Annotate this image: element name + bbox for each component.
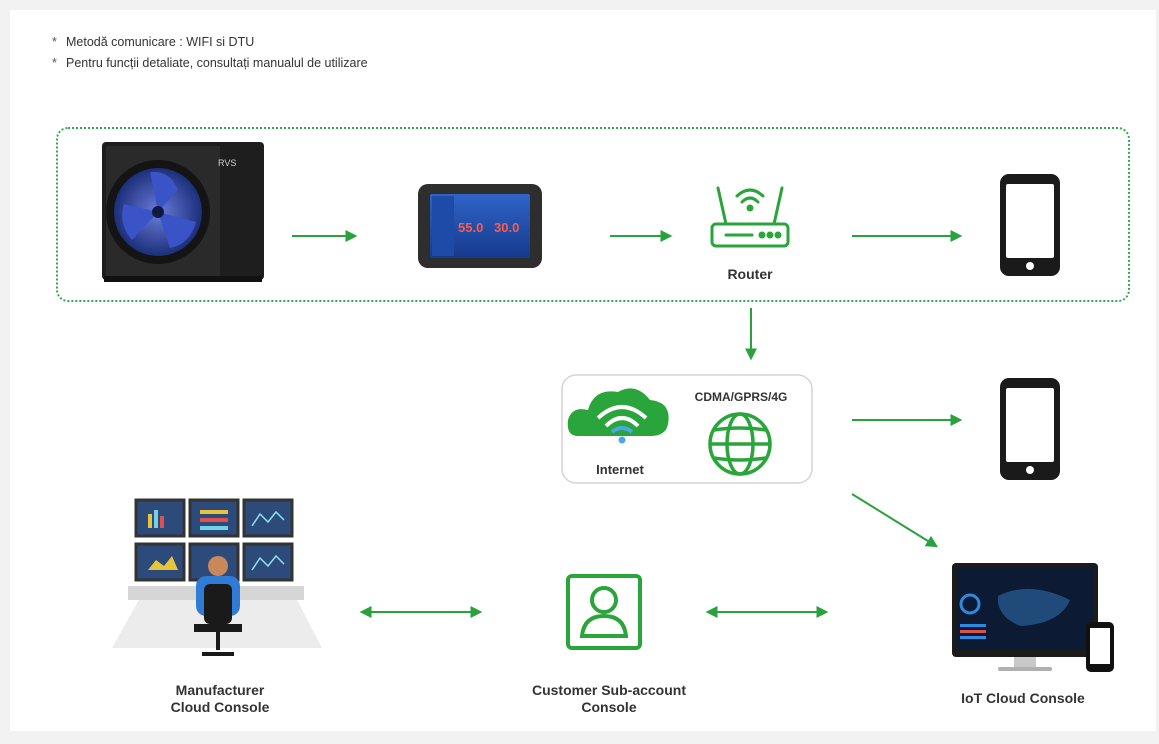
router-icon [710, 186, 790, 248]
smartphone-icon [1000, 378, 1060, 480]
control-room-illustration [112, 498, 322, 656]
customer-console-label: Customer Sub-account Console [531, 682, 686, 715]
controller-panel: 55.0 30.0 [418, 184, 542, 268]
brand-logo: RVS [218, 158, 236, 168]
internet-box [561, 374, 813, 484]
iot-console-label: IoT Cloud Console [961, 690, 1085, 706]
note-communication: *Metodă comunicare : WIFI si DTU [52, 35, 255, 49]
smartphone-icon [1000, 174, 1060, 276]
router-label: Router [727, 266, 773, 282]
monitor-dashboard-icon [952, 563, 1114, 672]
controller-temp-right: 30.0 [494, 220, 519, 235]
network-label: CDMA/GPRS/4G [694, 390, 788, 404]
heat-pump-unit: RVS [102, 142, 264, 282]
globe-icon [708, 412, 772, 476]
user-account-icon [566, 574, 642, 650]
flow-arrows [292, 230, 963, 618]
manufacturer-console-label: Manufacturer Cloud Console [170, 682, 270, 715]
arrow-internet-to-iot [851, 493, 939, 548]
note-manual: *Pentru funcții detaliate, consultați ma… [52, 56, 368, 70]
controller-temp-left: 55.0 [458, 220, 483, 235]
internet-label: Internet [596, 462, 644, 477]
cloud-wifi-icon [567, 388, 669, 444]
local-network-boundary [56, 127, 1130, 302]
